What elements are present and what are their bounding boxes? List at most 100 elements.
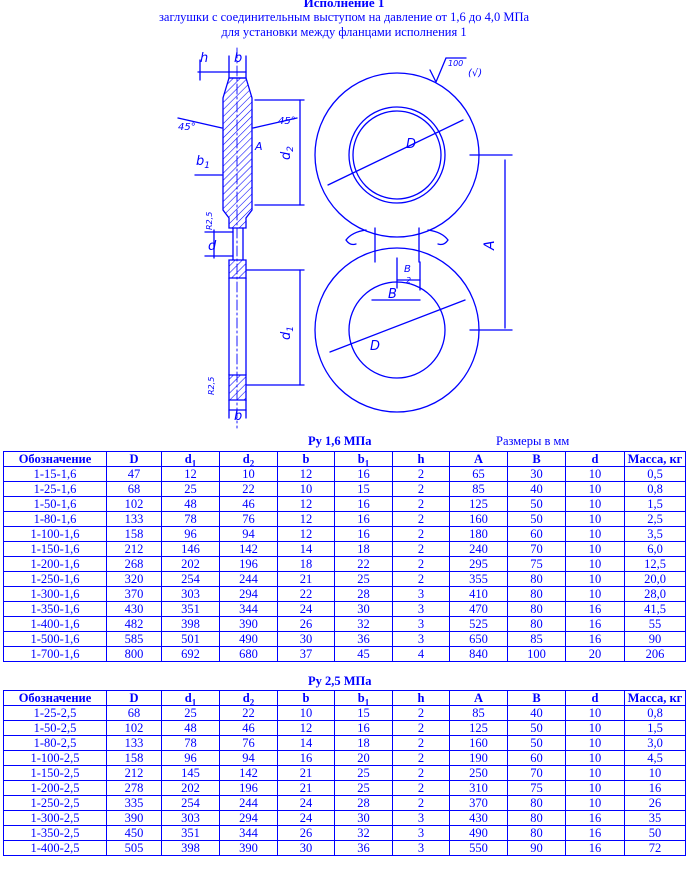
- table-cell: 6,0: [624, 541, 686, 557]
- col-d: d: [565, 690, 625, 706]
- table-cell: 310: [449, 780, 508, 796]
- table-cell: 295: [449, 556, 508, 572]
- table-cell: 1-300-1,6: [3, 586, 107, 602]
- table-cell: 10: [565, 765, 625, 781]
- table-cell: 65: [449, 466, 508, 482]
- table-cell: 12: [277, 511, 335, 527]
- table-cell: 80: [507, 571, 566, 587]
- table-cell: 0,8: [624, 481, 686, 497]
- table-cell: 10: [565, 705, 625, 721]
- table-cell: 1-200-2,5: [3, 780, 107, 796]
- table-cell: 1-250-2,5: [3, 795, 107, 811]
- table-cell: 21: [277, 780, 335, 796]
- table-cell: 2: [392, 541, 450, 557]
- table-cell: 2: [392, 795, 450, 811]
- table-cell: 36: [334, 840, 393, 856]
- table-cell: 94: [219, 750, 278, 766]
- table-cell: 501: [161, 631, 220, 647]
- table-cell: 50: [507, 720, 566, 736]
- table-cell: 254: [161, 795, 220, 811]
- table-cell: 158: [106, 750, 162, 766]
- table-cell: 85: [449, 705, 508, 721]
- table-cell: 10: [565, 750, 625, 766]
- table-cell: 10: [565, 466, 625, 482]
- table-cell: 32: [334, 825, 393, 841]
- table-cell: 30: [277, 631, 335, 647]
- table-cell: 40: [507, 481, 566, 497]
- col-h: h: [392, 451, 450, 467]
- table-cell: 70: [507, 541, 566, 557]
- table-cell: 18: [277, 556, 335, 572]
- table-cell: 16: [565, 616, 625, 632]
- table-cell: 32: [334, 616, 393, 632]
- table-cell: 102: [106, 720, 162, 736]
- table-cell: 2: [392, 765, 450, 781]
- table-cell: 80: [507, 810, 566, 826]
- table-cell: 96: [161, 750, 220, 766]
- table-cell: 2: [392, 526, 450, 542]
- table-cell: 196: [219, 556, 278, 572]
- table-cell: 16: [565, 810, 625, 826]
- table-cell: 10: [565, 496, 625, 512]
- table-cell: 1,5: [624, 496, 686, 512]
- table-cell: 2: [392, 511, 450, 527]
- table-cell: 25: [161, 705, 220, 721]
- table-cell: 3: [392, 616, 450, 632]
- table-cell: 16: [334, 511, 393, 527]
- table-cell: 190: [449, 750, 508, 766]
- table-cell: 21: [277, 765, 335, 781]
- table-cell: 3: [392, 601, 450, 617]
- table-cell: 1-700-1,6: [3, 646, 107, 662]
- table-cell: 10: [565, 720, 625, 736]
- table-cell: 398: [161, 840, 220, 856]
- document-subtitle-line1: заглушки с соединительным выступом на да…: [158, 10, 530, 24]
- label-b-top: b: [234, 51, 242, 66]
- table-cell: 1-200-1,6: [3, 556, 107, 572]
- table-cell: 22: [334, 556, 393, 572]
- table-cell: 525: [449, 616, 508, 632]
- table-cell: 692: [161, 646, 220, 662]
- table-cell: 482: [106, 616, 162, 632]
- table-cell: 2: [392, 556, 450, 572]
- table-cell: 650: [449, 631, 508, 647]
- table-cell: 72: [624, 840, 686, 856]
- table-cell: 355: [449, 571, 508, 587]
- table-cell: 125: [449, 720, 508, 736]
- table-cell: 1-80-1,6: [3, 511, 107, 527]
- table-cell: 76: [219, 511, 278, 527]
- table-cell: 10: [565, 541, 625, 557]
- table-cell: 80: [507, 795, 566, 811]
- side-section-lower: [228, 259, 247, 401]
- table-cell: 1-100-2,5: [3, 750, 107, 766]
- col-d2: d2: [219, 451, 278, 467]
- table-cell: 244: [219, 795, 278, 811]
- table-cell: 505: [106, 840, 162, 856]
- label-b1: b1: [196, 154, 210, 171]
- table-cell: 244: [219, 571, 278, 587]
- table-cell: 16: [624, 780, 686, 796]
- table-cell: 398: [161, 616, 220, 632]
- label-d2: d2: [279, 146, 296, 160]
- label-b-bottom: b: [234, 409, 242, 424]
- table-cell: 351: [161, 825, 220, 841]
- table-cell: 30: [334, 810, 393, 826]
- table-cell: 550: [449, 840, 508, 856]
- table-cell: 196: [219, 780, 278, 796]
- table-cell: 75: [507, 780, 566, 796]
- table-cell: 16: [565, 601, 625, 617]
- table-cell: 10: [565, 571, 625, 587]
- col-b1: b1: [334, 690, 393, 706]
- table-cell: 41,5: [624, 601, 686, 617]
- table-cell: 10: [565, 481, 625, 497]
- table-cell: 16: [277, 750, 335, 766]
- table-cell: 75: [507, 556, 566, 572]
- table-cell: 4,5: [624, 750, 686, 766]
